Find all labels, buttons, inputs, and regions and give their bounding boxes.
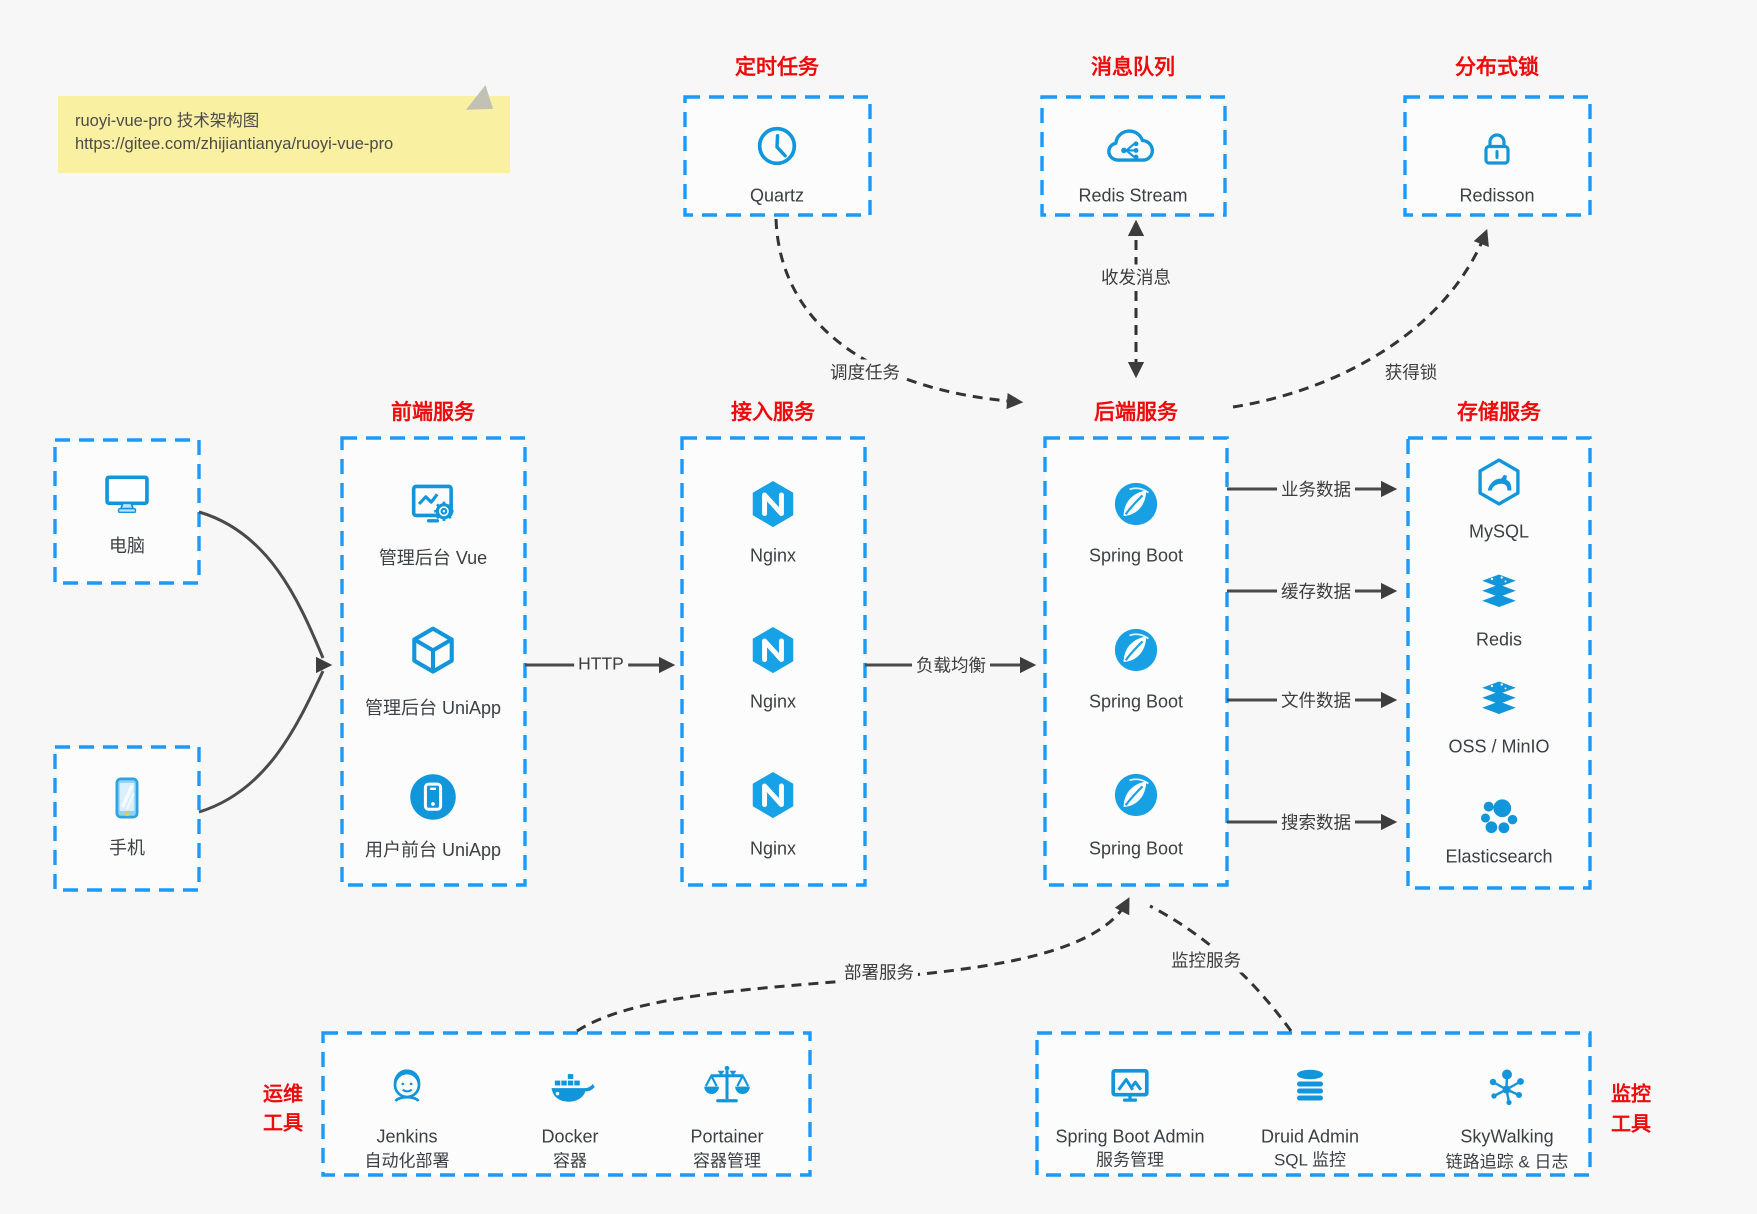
nginx-icon bbox=[746, 477, 800, 531]
monitor-item-label: SkyWalking bbox=[1460, 1126, 1554, 1147]
mysql-icon bbox=[1472, 455, 1526, 509]
monitor-item-label: Druid Admin bbox=[1260, 1126, 1360, 1147]
mobile-label: 手机 bbox=[109, 838, 145, 858]
storage-item-label: MySQL bbox=[1468, 521, 1530, 542]
monitor-tools-box bbox=[1035, 1031, 1592, 1177]
frontend-title: 前端服务 bbox=[391, 401, 475, 424]
backend-title: 后端服务 bbox=[1094, 401, 1178, 424]
file-data-label: 文件数据 bbox=[1277, 687, 1355, 713]
quartz-label: Quartz bbox=[749, 185, 805, 206]
search-data-label: 搜索数据 bbox=[1277, 809, 1355, 835]
schedule-task-arrow bbox=[774, 218, 1024, 410]
monitor-service-curve bbox=[1149, 904, 1293, 1032]
acquire-lock-label: 获得锁 bbox=[1380, 359, 1442, 385]
desktop-computer-icon bbox=[98, 464, 156, 522]
ops-item-sublabel: 容器管理 bbox=[693, 1151, 761, 1171]
ops-item-label: Docker bbox=[541, 1126, 599, 1147]
skywalking-icon bbox=[1483, 1063, 1531, 1111]
ops-item-sublabel: 自动化部署 bbox=[364, 1151, 450, 1171]
mobile-to-frontend-curve bbox=[198, 670, 325, 814]
monitor-item-label: Spring Boot Admin bbox=[1055, 1126, 1205, 1147]
monitor-service-label: 监控服务 bbox=[1167, 947, 1245, 973]
jenkins-icon bbox=[382, 1061, 432, 1111]
schedule-task-label: 调度任务 bbox=[826, 359, 904, 385]
spring-boot-icon bbox=[1110, 624, 1162, 676]
business-data-label: 业务数据 bbox=[1277, 476, 1355, 502]
admin-vue-icon bbox=[404, 475, 462, 533]
docker-icon bbox=[544, 1060, 596, 1112]
clock-icon bbox=[751, 120, 803, 172]
deploy-service-label: 部署服务 bbox=[840, 959, 918, 985]
nginx-icon bbox=[746, 623, 800, 677]
ops-tools-label-line1: 运维 bbox=[263, 1083, 303, 1106]
monitor-tools-label-line2: 工具 bbox=[1611, 1113, 1651, 1136]
user-uniapp-icon bbox=[405, 769, 461, 825]
scheduled-job-title: 定时任务 bbox=[735, 56, 819, 79]
storage-item-label: Redis bbox=[1475, 629, 1523, 650]
storage-item-label: OSS / MinIO bbox=[1448, 736, 1550, 757]
pc-to-frontend-curve bbox=[198, 510, 325, 659]
spring-boot-icon bbox=[1110, 769, 1162, 821]
send-receive-message-label: 收发消息 bbox=[1097, 264, 1175, 290]
mobile-device-box bbox=[53, 745, 201, 892]
ops-item-label: Portainer bbox=[690, 1126, 764, 1147]
redis-stream-label: Redis Stream bbox=[1078, 185, 1188, 206]
monitor-tools-label-line1: 监控 bbox=[1611, 1083, 1651, 1106]
message-queue-title: 消息队列 bbox=[1091, 56, 1175, 79]
mobile-phone-icon bbox=[100, 771, 154, 825]
backend-item-label: Spring Boot bbox=[1088, 545, 1184, 566]
gateway-title: 接入服务 bbox=[731, 401, 815, 424]
lock-icon bbox=[1473, 125, 1521, 173]
ops-tools-label-line2: 工具 bbox=[263, 1112, 303, 1135]
nginx-icon bbox=[746, 768, 800, 822]
ops-item-label: Jenkins bbox=[376, 1126, 438, 1147]
distributed-lock-title: 分布式锁 bbox=[1455, 56, 1539, 79]
acquire-lock-arrow bbox=[1232, 228, 1489, 409]
storage-title: 存储服务 bbox=[1457, 401, 1541, 424]
frontend-item-label: 管理后台 Vue bbox=[378, 548, 488, 568]
oss-minio-icon bbox=[1473, 675, 1525, 727]
load-balance-label: 负载均衡 bbox=[912, 652, 990, 678]
ops-tools-box bbox=[321, 1031, 812, 1177]
gateway-item-label: Nginx bbox=[749, 838, 797, 859]
monitor-item-sublabel: 服务管理 bbox=[1096, 1150, 1164, 1170]
spring-boot-icon bbox=[1110, 478, 1162, 530]
backend-item-label: Spring Boot bbox=[1088, 838, 1184, 859]
backend-item-label: Spring Boot bbox=[1088, 691, 1184, 712]
spring-boot-admin-icon bbox=[1104, 1060, 1156, 1112]
gateway-item-label: Nginx bbox=[749, 691, 797, 712]
monitor-item-sublabel: 链路追踪 & 日志 bbox=[1445, 1152, 1569, 1172]
redisson-label: Redisson bbox=[1459, 185, 1535, 206]
pc-label: 电脑 bbox=[109, 536, 145, 556]
redis-icon bbox=[1473, 568, 1525, 620]
http-label: HTTP bbox=[574, 653, 628, 675]
sticky-note: ruoyi-vue-pro 技术架构图 https://gitee.com/zh… bbox=[58, 96, 510, 173]
note-title: ruoyi-vue-pro 技术架构图 bbox=[75, 112, 260, 130]
ops-item-sublabel: 容器 bbox=[553, 1151, 587, 1171]
monitor-item-sublabel: SQL 监控 bbox=[1273, 1150, 1347, 1170]
frontend-item-label: 管理后台 UniApp bbox=[364, 698, 502, 718]
druid-database-icon bbox=[1286, 1062, 1334, 1110]
scheduled-job-box bbox=[683, 95, 872, 217]
cloud-mq-icon bbox=[1104, 119, 1162, 177]
note-url: https://gitee.com/zhijiantianya/ruoyi-vu… bbox=[75, 135, 394, 153]
gateway-item-label: Nginx bbox=[749, 545, 797, 566]
frontend-item-label: 用户前台 UniApp bbox=[364, 840, 502, 860]
storage-item-label: Elasticsearch bbox=[1445, 846, 1553, 867]
elasticsearch-icon bbox=[1473, 792, 1525, 844]
uniapp-cube-icon bbox=[404, 622, 462, 680]
cache-data-label: 缓存数据 bbox=[1277, 578, 1355, 604]
portainer-icon bbox=[701, 1059, 753, 1111]
